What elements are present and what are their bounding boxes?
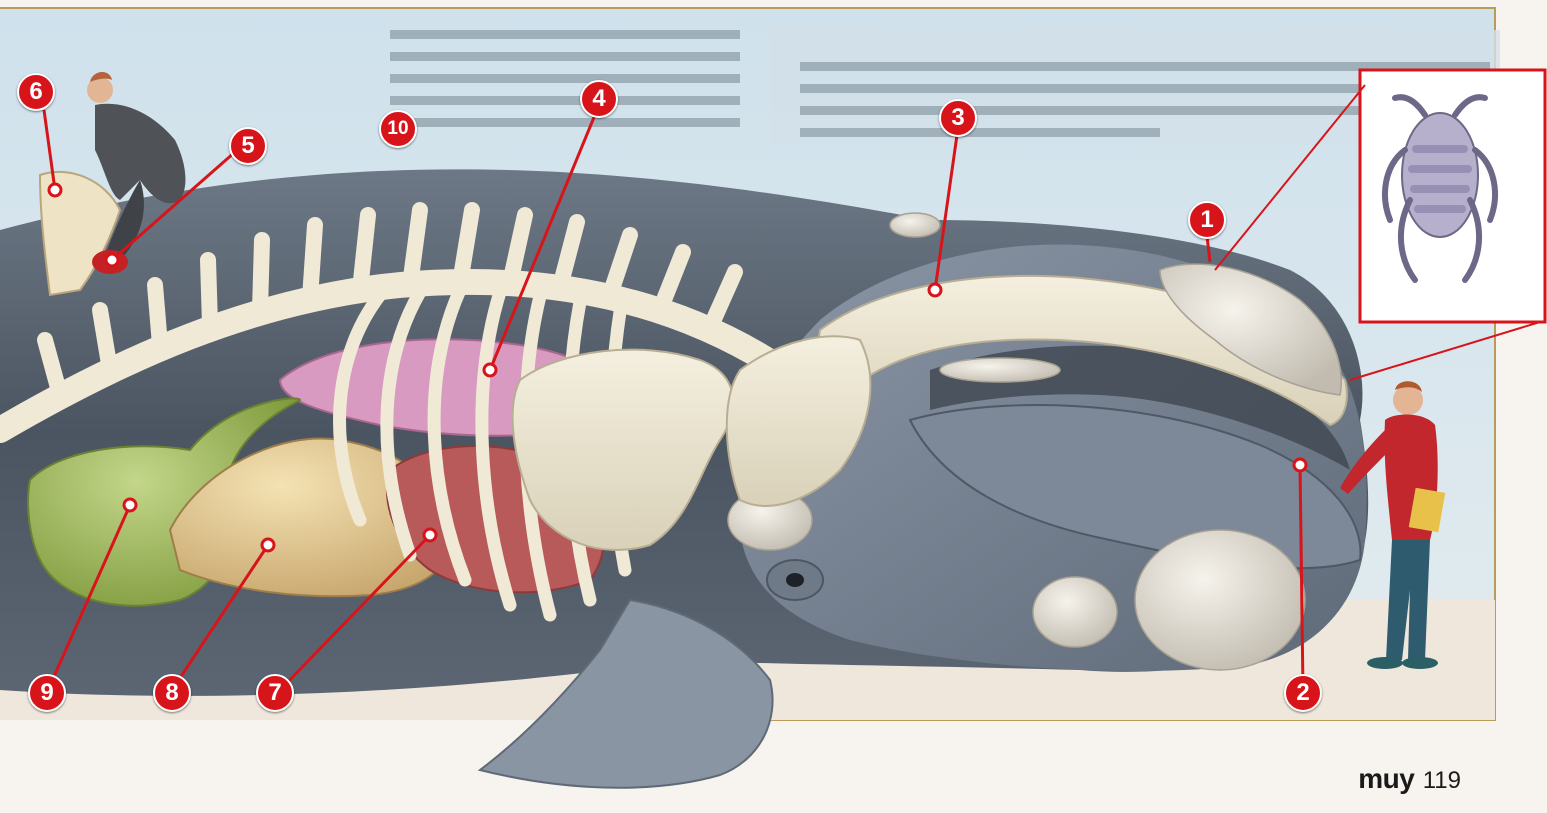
page-footer: muy 119 (1358, 763, 1461, 795)
marker-2: 2 (1284, 674, 1322, 712)
marker-6: 6 (17, 73, 55, 111)
marker-10: 10 (379, 110, 417, 148)
marker-7: 7 (256, 674, 294, 712)
whale-eye (767, 560, 823, 600)
marker-8: 8 (153, 674, 191, 712)
marker-9: 9 (28, 674, 66, 712)
magazine-logo: muy (1358, 763, 1414, 794)
marker-5: 5 (229, 127, 267, 165)
marker-3: 3 (939, 99, 977, 137)
louse-inset (1360, 70, 1545, 322)
page-number: 119 (1423, 767, 1461, 794)
marker-4: 4 (580, 80, 618, 118)
marker-1: 1 (1188, 201, 1226, 239)
